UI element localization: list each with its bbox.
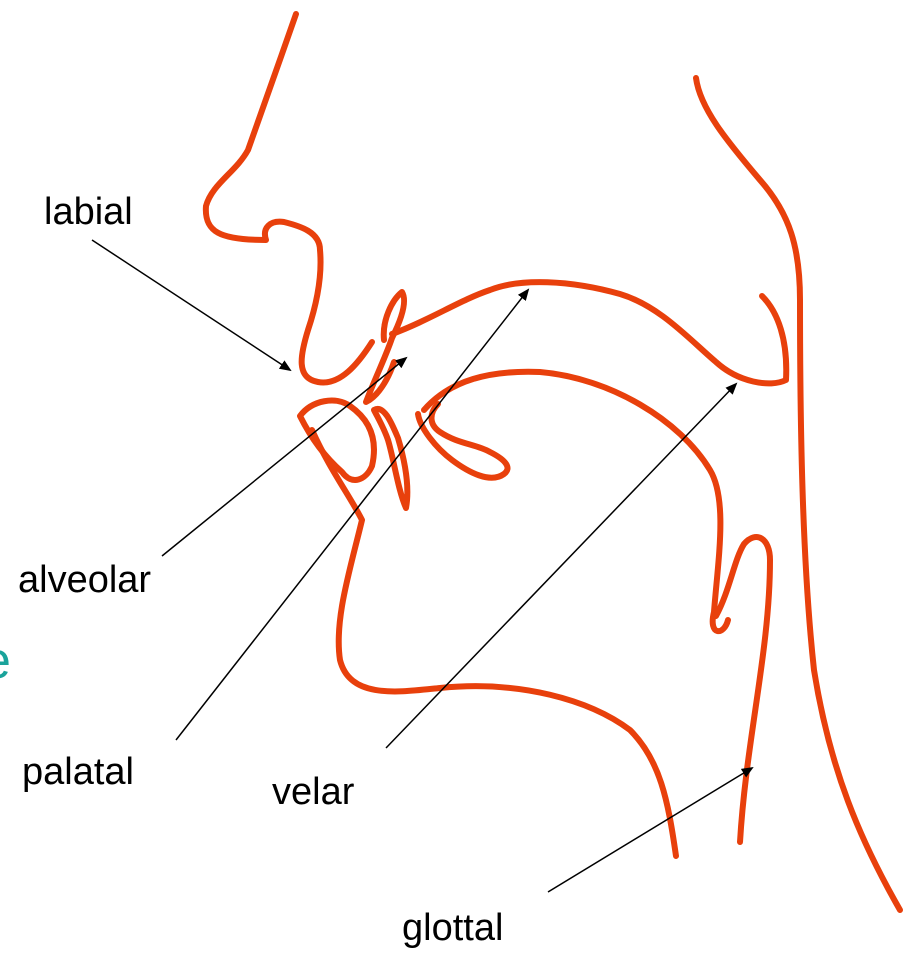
label-palatal: palatal bbox=[22, 751, 134, 793]
label-glottal: glottal bbox=[402, 907, 503, 949]
label-labial: labial bbox=[44, 191, 133, 233]
pharynx-back-wall bbox=[696, 78, 900, 910]
glottal-pointer bbox=[548, 768, 752, 892]
label-velar: velar bbox=[272, 771, 355, 813]
tongue-body-and-jaw bbox=[424, 372, 728, 631]
velar-pointer bbox=[386, 384, 736, 748]
epiglottis bbox=[716, 537, 770, 842]
jaw-and-throat bbox=[312, 430, 676, 856]
cropped-text-fragment: e bbox=[0, 632, 11, 690]
alveolar-pointer bbox=[162, 358, 406, 556]
tongue-tip bbox=[418, 404, 508, 478]
palate-and-velum bbox=[392, 282, 786, 383]
nose-and-upper-lip-outline bbox=[206, 14, 372, 382]
label-alveolar: alveolar bbox=[18, 559, 151, 601]
lower-lip bbox=[300, 401, 374, 480]
palatal-pointer bbox=[176, 290, 528, 740]
labial-pointer bbox=[92, 240, 290, 370]
lower-teeth bbox=[374, 409, 407, 508]
